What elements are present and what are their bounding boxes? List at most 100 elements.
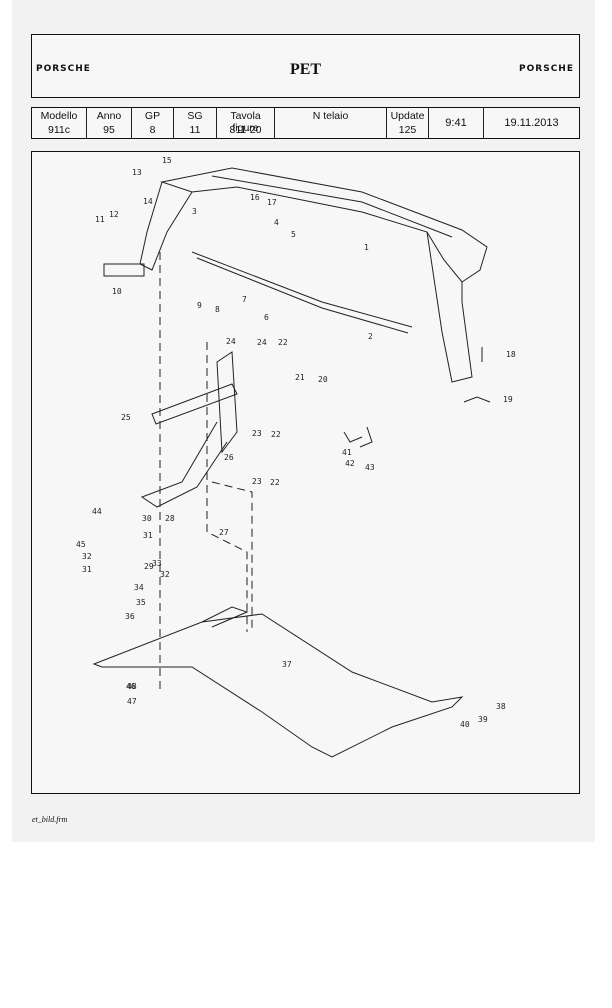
callout-19: 19 [503, 395, 513, 404]
link-arm-26 [216, 351, 238, 454]
callout-24: 24 [226, 337, 236, 346]
telaio-label: N telaio [312, 110, 349, 122]
link-arm-27 [140, 421, 228, 508]
rear-bow-shape [92, 613, 464, 758]
time-value: 9:41 [445, 117, 467, 129]
callout-45: 45 [76, 540, 86, 549]
callout-38: 38 [496, 702, 506, 711]
callout-13: 13 [132, 168, 142, 177]
telaio-cell: N telaio [275, 108, 387, 138]
callout-5: 5 [291, 230, 296, 239]
callout-28: 28 [165, 514, 175, 523]
callout-25: 25 [121, 413, 131, 422]
callout-32: 32 [160, 570, 170, 579]
porsche-logo-left: PORSCHE [36, 64, 91, 74]
gp-cell: GP 8 [132, 108, 174, 138]
callout-18: 18 [506, 350, 516, 359]
tavola-cell: Tavola figure 811-20 [217, 108, 275, 138]
callout-27: 27 [219, 528, 229, 537]
callout-23: 23 [252, 429, 262, 438]
callout-12: 12 [109, 210, 119, 219]
update-value: 125 [398, 124, 417, 136]
callout-31: 31 [82, 565, 92, 574]
callout-41: 41 [342, 448, 352, 457]
callout-47: 47 [127, 697, 137, 706]
frame-rail-shape [160, 167, 488, 283]
cable-line-2 [196, 257, 409, 334]
update-label: Update [390, 110, 425, 122]
anno-value: 95 [103, 124, 115, 136]
callout-37: 37 [282, 660, 292, 669]
callout-22: 22 [278, 338, 288, 347]
time-cell: 9:41 [429, 108, 484, 138]
cable-line-1 [191, 251, 413, 328]
update-cell: Update 125 [387, 108, 429, 138]
clip-42 [343, 431, 363, 443]
exploded-parts-diagram: 1234567891011121314151617181920212222222… [76, 156, 516, 758]
callout-39: 39 [478, 715, 488, 724]
clip-44 [359, 426, 373, 448]
sg-label: SG [187, 110, 203, 122]
callout-35: 35 [136, 598, 146, 607]
bracket-19 [463, 396, 491, 403]
callout-23: 23 [252, 477, 262, 486]
callout-43: 43 [365, 463, 375, 472]
date-cell: 19.11.2013 [484, 108, 579, 138]
callout-34: 34 [134, 583, 144, 592]
gp-label: GP [144, 110, 161, 122]
hinge-bracket [103, 263, 145, 277]
callout-29: 29 [144, 562, 154, 571]
rear-bow-clip [201, 606, 249, 628]
callout-16: 16 [250, 193, 260, 202]
header-frame: PORSCHE PET PORSCHE [31, 34, 580, 98]
callout-22: 22 [271, 430, 281, 439]
callout-7: 7 [242, 295, 247, 304]
front-arm-shape [139, 181, 193, 271]
sg-cell: SG 11 [174, 108, 217, 138]
tavola-label: Tavola figure [230, 110, 261, 134]
callout-31: 31 [143, 531, 153, 540]
anno-label: Anno [96, 110, 122, 122]
date-value: 19.11.2013 [504, 117, 559, 129]
callout-4: 4 [274, 218, 279, 227]
modello-value: 911c [48, 124, 70, 136]
callout-44: 44 [92, 507, 102, 516]
modello-label: Modello [40, 110, 78, 122]
anno-cell: Anno 95 [87, 108, 132, 138]
modello-cell: Modello 911c [32, 108, 87, 138]
footer-filename: et_bild.frm [32, 815, 68, 824]
frame-rail-inner-line [211, 175, 453, 238]
callout-22: 22 [270, 478, 280, 487]
callout-labels: 1234567891011121314151617181920212222222… [76, 156, 516, 729]
alignment-line-3 [211, 481, 253, 632]
tavola-value: 811-20 [229, 124, 262, 136]
callout-6: 6 [264, 313, 269, 322]
callout-21: 21 [295, 373, 305, 382]
callout-8: 8 [215, 305, 220, 314]
gp-value: 8 [149, 124, 156, 136]
callout-17: 17 [267, 198, 277, 207]
info-table: Modello 911c Anno 95 GP 8 SG 11 Tavola f… [31, 107, 580, 139]
callout-1: 1 [364, 243, 369, 252]
callout-46: 46 [126, 682, 136, 691]
callout-2: 2 [368, 332, 373, 341]
callout-32: 32 [82, 552, 92, 561]
alignment-line-2 [206, 342, 248, 632]
porsche-logo-right: PORSCHE [519, 64, 574, 74]
link-arm-25 [151, 383, 238, 425]
callout-36: 36 [125, 612, 135, 621]
sg-value: 11 [189, 124, 201, 136]
page-title: PET [289, 61, 322, 78]
callout-15: 15 [162, 156, 172, 165]
callout-33: 33 [152, 559, 162, 568]
callout-30: 30 [142, 514, 152, 523]
callout-40: 40 [460, 720, 470, 729]
callout-10: 10 [112, 287, 122, 296]
callout-42: 42 [345, 459, 355, 468]
callout-11: 11 [95, 215, 105, 224]
frame-rear-post [426, 231, 473, 383]
callout-48: 48 [127, 682, 137, 691]
callout-3: 3 [192, 207, 197, 216]
callout-26: 26 [224, 453, 234, 462]
